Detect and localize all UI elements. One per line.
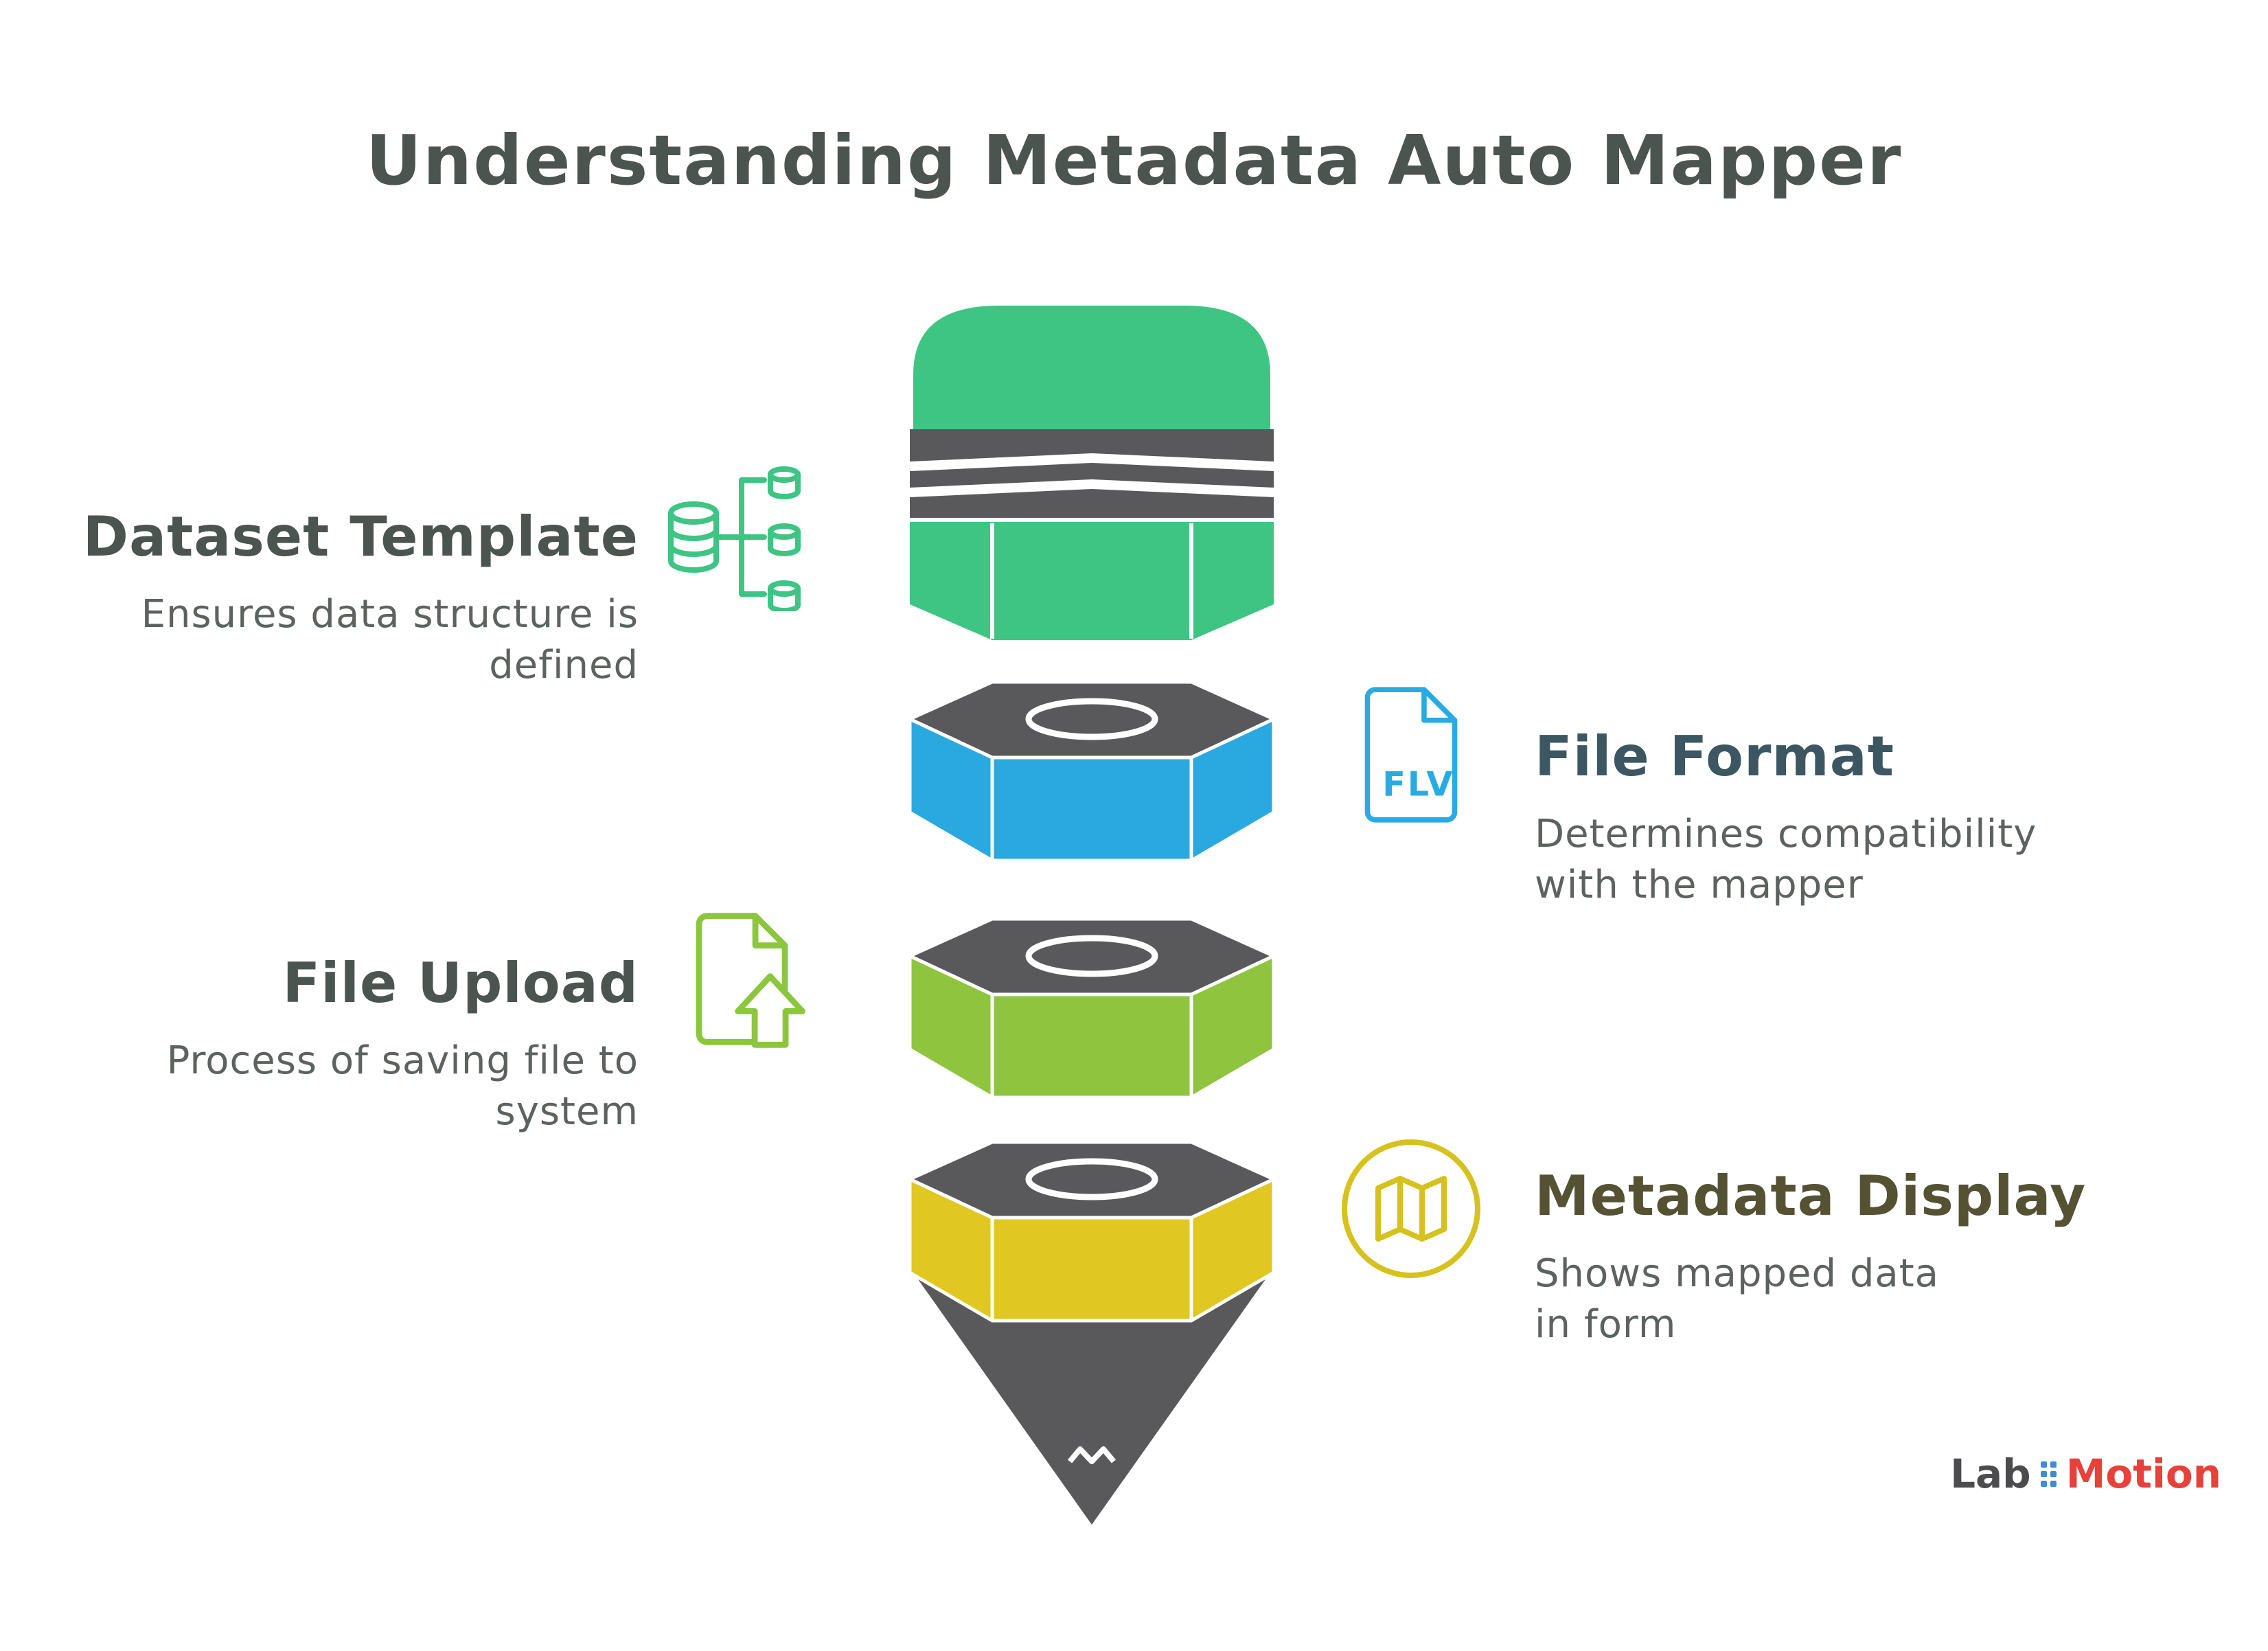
dataset-template-description: Ensures data structure is defined [141,592,639,687]
file-upload-heading: File Upload [282,951,639,1015]
pencil-funnel-diagram [908,306,1276,1525]
ferrule-stripe [910,453,1274,471]
logo-text-motion: Motion [2065,1450,2221,1497]
file-upload-description: Process of saving file to system [166,1038,639,1134]
file-format-description: Determines compatibility with the mapper [1535,812,2037,907]
logo-text-lab: Lab [1950,1450,2031,1497]
nut-hole [1025,698,1158,740]
pencil-eraser [913,306,1270,429]
file-format-heading: File Format [1535,725,1895,788]
labmotion-logo: Lab Motion [1950,1450,2221,1497]
metadata-display-heading: Metadata Display [1535,1164,2087,1228]
pencil-body-green [910,522,1274,640]
metadata-display-description: Shows mapped data in form [1535,1251,1939,1347]
nut-hole [1025,1158,1158,1200]
map-icon [1336,1133,1487,1287]
file-upload-icon [669,907,817,1057]
segment-file-upload [908,917,1276,1100]
pencil-tip [917,1277,1267,1525]
logo-dots-icon [2040,1461,2057,1487]
flv-file-icon: FLV [1346,680,1476,832]
section-dataset-template: Dataset Template Ensures data structure … [41,505,639,691]
section-metadata-display: Metadata Display Shows mapped data in fo… [1535,1164,2087,1350]
ferrule-stripe [910,479,1274,497]
nut-hole [1025,935,1158,977]
page-title: Understanding Metadata Auto Mapper [365,120,1903,201]
flv-icon-label: FLV [1382,764,1454,804]
database-template-icon [663,457,814,614]
section-file-upload: File Upload Process of saving file to sy… [41,951,639,1137]
pencil-ferrule [910,429,1274,519]
segment-metadata-display [908,1140,1276,1323]
section-file-format: File Format Determines compatibility wit… [1535,725,2098,911]
dataset-template-heading: Dataset Template [82,505,639,569]
tip-zigzag [1067,1446,1116,1464]
segment-file-format [908,680,1276,863]
